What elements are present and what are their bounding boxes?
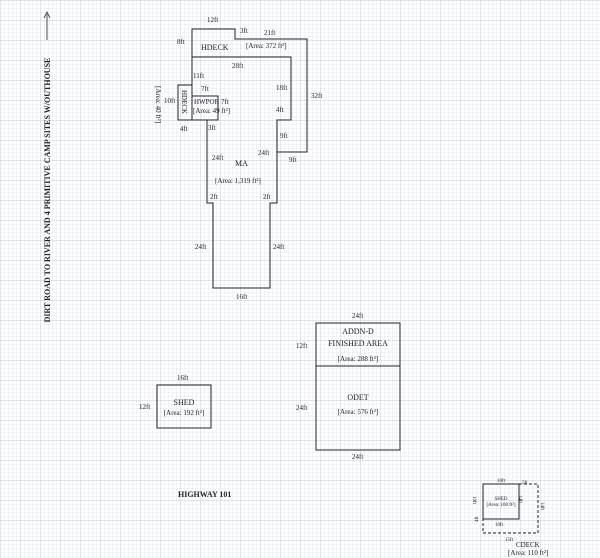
dim: 3ft (240, 27, 248, 35)
arrow-icon (43, 11, 51, 19)
dim: 24ft (195, 243, 206, 251)
hwpor-area: [Area: 49 ft²] (193, 107, 230, 115)
odet-outline (315, 365, 401, 451)
dim: 4ft (475, 516, 480, 522)
dim: 9ft (289, 156, 297, 164)
addn-area: [Area: 288 ft²] (338, 355, 379, 363)
shed2-area: [Area: 100 ft²] (487, 502, 516, 508)
dim: 12ft (207, 16, 218, 24)
ma-outline (192, 56, 292, 289)
dim: 2ft (263, 193, 271, 201)
dim: 16ft (236, 293, 247, 301)
cdeck-area: [Area: 110 ft²] (508, 549, 548, 557)
hwpor-label: HWPOR 7ft (194, 98, 229, 106)
ma-area: [Area: 1,319 ft²] (215, 177, 261, 185)
shed-area: [Area: 192 ft²] (164, 409, 205, 417)
dim: 2ft (210, 193, 218, 201)
dim: 32ft (311, 92, 322, 100)
dim: 4ft (276, 106, 284, 114)
dim: 24ft (212, 154, 223, 162)
dim: 14ft (517, 495, 522, 504)
ma-label: MA (235, 159, 248, 168)
dim: 3ft (208, 124, 216, 132)
odet-label: ODET (347, 393, 368, 402)
dim: 12ft (139, 403, 150, 411)
addn-label: ADDN-D (342, 327, 374, 336)
hdeck-small-area: [Area: 40 ft²] (154, 86, 162, 123)
dim: 16ft (177, 374, 188, 382)
dim: 24ft (352, 453, 363, 461)
hdeck-label: HDECK (201, 43, 229, 52)
odet-area: [Area: 576 ft²] (338, 408, 379, 416)
dim: 18ft (276, 84, 287, 92)
dim: 14ft (539, 502, 544, 511)
dim: 11ft (193, 72, 204, 80)
dim: 10ft (495, 523, 504, 528)
shed-label: SHED (174, 398, 195, 407)
shed-outline (156, 384, 212, 429)
side-note: DIRT ROAD TO RIVER AND 4 PRIMITIVE CAMP … (43, 58, 52, 323)
dim: 24ft (352, 312, 363, 320)
shed2-outline (482, 483, 520, 520)
dim: 7ft (201, 85, 209, 93)
dim: 24ft (258, 149, 269, 157)
dim: 8ft (177, 38, 185, 46)
dim: 21ft (264, 29, 275, 37)
dim: 10ft (497, 479, 506, 484)
dim: 15ft (505, 538, 514, 543)
dim: 4ft (180, 125, 188, 133)
dim: 5ft (522, 481, 528, 486)
dim: 10ft (471, 496, 476, 505)
road-label: HIGHWAY 101 (178, 490, 231, 499)
dim: 24ft (273, 243, 284, 251)
hdeck-small-label: HDECK (180, 90, 188, 114)
dim: 9ft (280, 132, 288, 140)
hdeck-small-outline (177, 84, 193, 121)
dim: 28ft (232, 62, 243, 70)
shed2-label: SHED (494, 497, 507, 502)
cdeck-label: CDECK (516, 541, 540, 549)
hdeck-area: [Area: 372 ft²] (246, 42, 287, 50)
dim: 12ft (296, 342, 307, 350)
addn-sub: FINISHED AREA (328, 339, 388, 348)
dim: 10ft (164, 97, 175, 105)
dim: 24ft (296, 404, 307, 412)
cdeck-outline (482, 483, 539, 534)
